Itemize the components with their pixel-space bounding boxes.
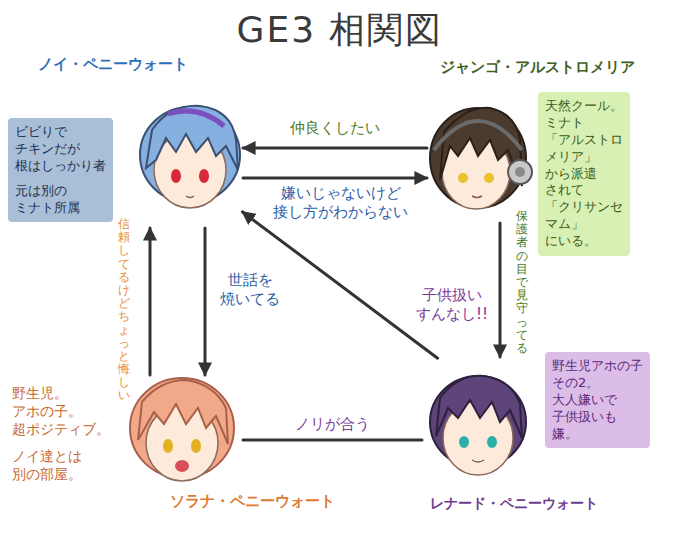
relation-label: 子供扱い すんなし!!	[413, 285, 491, 325]
description: 天然クール。 ミナト「アルストロ メリア」から派遣 されて「クリサンセ マム」に…	[545, 98, 623, 250]
description-box: 野生児アホの子 その2。 大人嫌いで 子供扱いも 嫌。	[545, 352, 650, 448]
description-box: 天然クール。 ミナト「アルストロ メリア」から派遣 されて「クリサンセ マム」に…	[538, 92, 630, 256]
relation-label: 世話を 焼いてる	[217, 270, 283, 310]
description-text: 野生児。 アホの子。 超ポジティブ。ノイ達とは 別の部屋。	[5, 378, 117, 489]
character-name: レナード・ペニーウォート	[430, 495, 598, 513]
description-box: ビビりで チキンだが 根はしっかり者元は別の ミナト所属	[8, 118, 113, 222]
description: 野生児アホの子 その2。 大人嫌いで 子供扱いも 嫌。	[552, 358, 643, 442]
description: 元は別の ミナト所属	[15, 183, 80, 217]
leonard-face	[430, 376, 526, 475]
relation-label: ノリが合う	[292, 414, 373, 435]
character-node: レナード・ペニーウォート野生児アホの子 その2。 大人嫌いで 子供扱いも 嫌。	[425, 360, 530, 490]
character-name: ソラナ・ペニーウォート	[170, 492, 335, 511]
character-name: ジャンゴ・アルストロメリア	[440, 58, 635, 77]
relation-label: 信頼してるけど ちょっと悔しい	[117, 216, 131, 405]
relation-label: 保護者の目で 見守ってる	[515, 208, 529, 357]
relation-arrow	[243, 147, 427, 150]
character-name: ノイ・ペニーウォート	[38, 55, 188, 74]
relation-arrow	[499, 223, 502, 357]
description: ノイ達とは 別の部屋。	[12, 447, 82, 483]
description: ビビりで チキンだが 根はしっかり者	[15, 124, 106, 175]
relation-label: 仲良くしたい	[287, 118, 383, 139]
chart-title: GE3 相関図	[0, 6, 680, 55]
description: 野生児。 アホの子。 超ポジティブ。	[12, 384, 110, 439]
jango-face	[430, 108, 532, 209]
sorana-face	[130, 378, 234, 481]
relation-arrow	[149, 228, 152, 375]
character-node: ソラナ・ペニーウォート野生児。 アホの子。 超ポジティブ。ノイ達とは 別の部屋。	[130, 378, 240, 490]
relation-arrow	[204, 228, 207, 375]
character-node: ジャンゴ・アルストロメリア天然クール。 ミナト「アルストロ メリア」から派遣 さ…	[430, 100, 530, 220]
noi-face	[140, 106, 240, 208]
character-node: ノイ・ペニーウォートビビりで チキンだが 根はしっかり者元は別の ミナト所属	[140, 95, 240, 225]
relation-arrow	[243, 177, 427, 180]
relation-arrow	[243, 439, 422, 442]
relation-label: 嫌いじゃないけど 接し方がわからない	[270, 183, 411, 223]
